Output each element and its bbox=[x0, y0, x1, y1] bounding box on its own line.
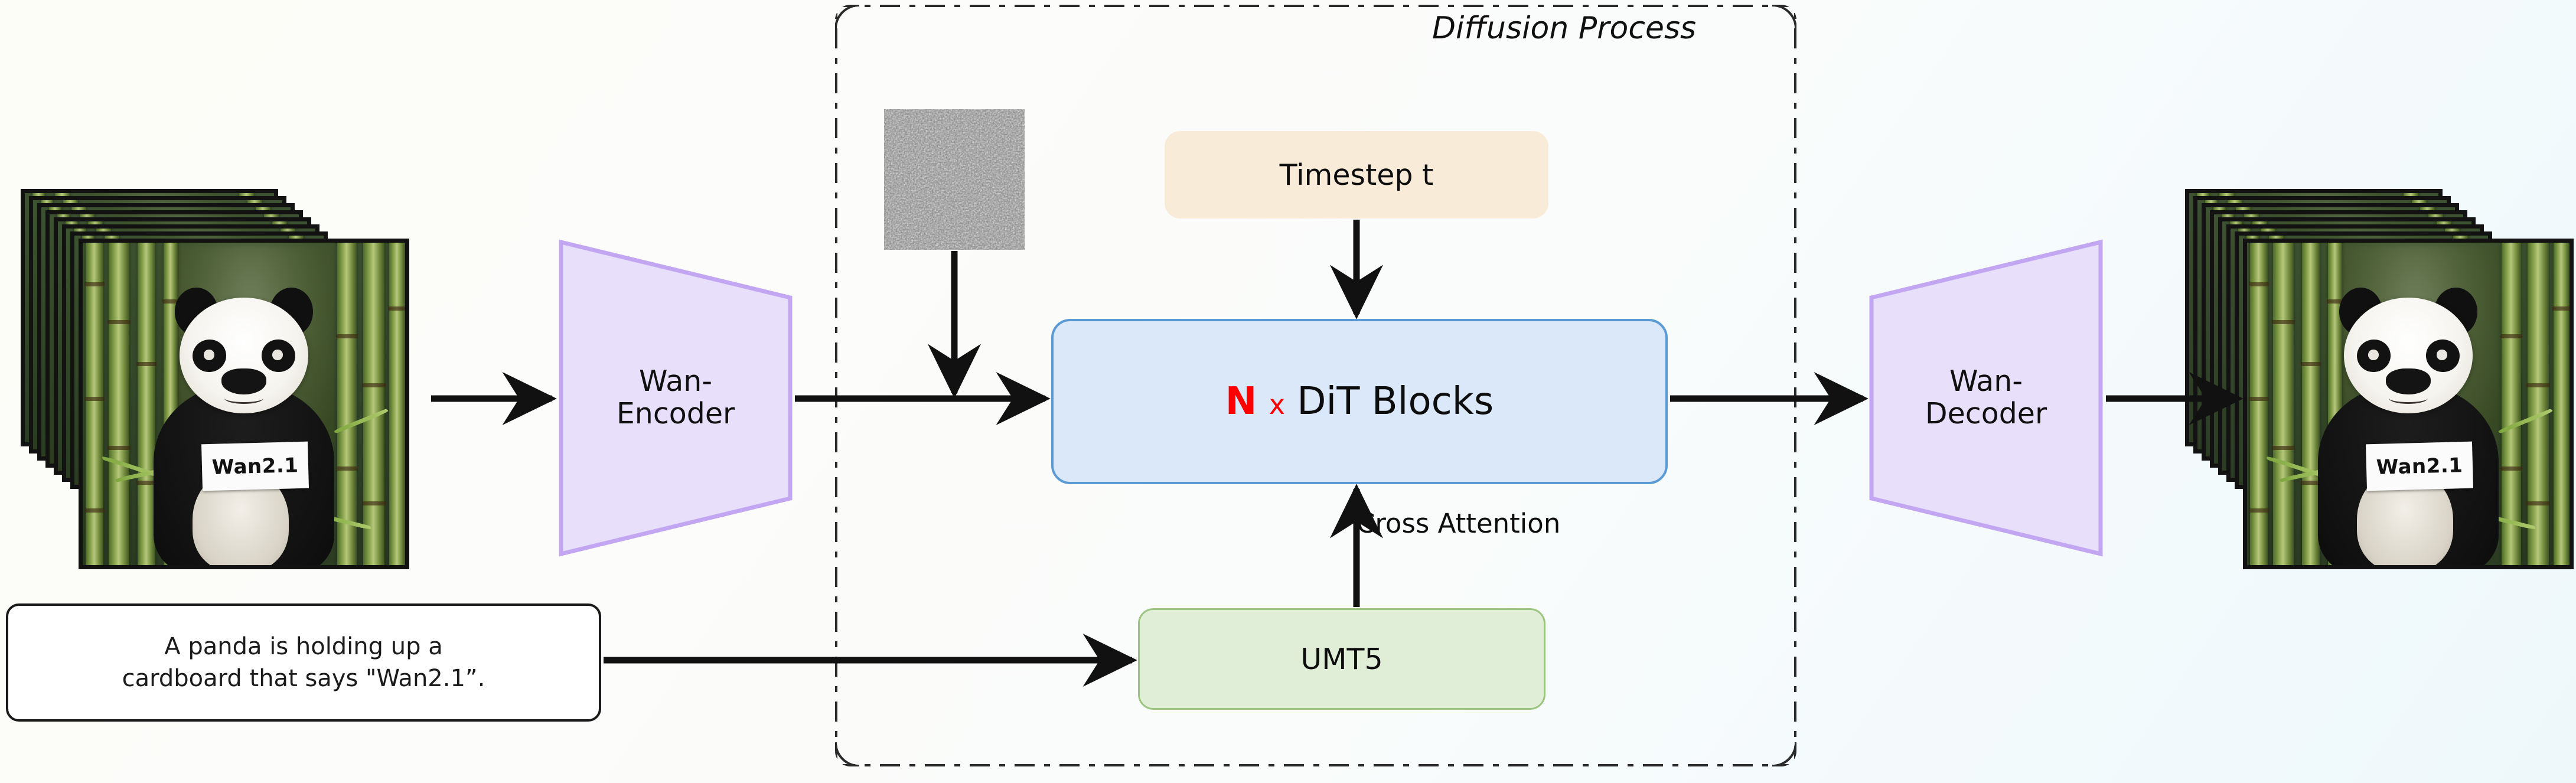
output-frame-front: Wan2.1 bbox=[2243, 239, 2574, 569]
prompt-box[interactable]: A panda is holding up a cardboard that s… bbox=[6, 603, 601, 722]
dit-n-symbol: N bbox=[1225, 380, 1257, 423]
cross-attention-label: Cross Attention bbox=[1357, 508, 1561, 539]
input-sign: Wan2.1 bbox=[201, 441, 309, 491]
timestep-box[interactable]: Timestep t bbox=[1165, 131, 1548, 218]
output-sign: Wan2.1 bbox=[2366, 441, 2474, 491]
wan-encoder-svg bbox=[559, 239, 793, 557]
wan-decoder-shape[interactable]: Wan- Decoder bbox=[1868, 239, 2104, 557]
wan-decoder-svg bbox=[1869, 239, 2103, 557]
umt5-box[interactable]: UMT5 bbox=[1138, 608, 1545, 710]
dit-blocks-label: DiT Blocks bbox=[1297, 380, 1494, 423]
timestep-label: Timestep t bbox=[1279, 158, 1434, 192]
output-sign-text: Wan2.1 bbox=[2376, 453, 2463, 479]
input-sign-text: Wan2.1 bbox=[211, 453, 299, 479]
input-frame-stack: Wan2.1 bbox=[21, 189, 428, 586]
output-frame-stack: Wan2.1 bbox=[2185, 189, 2575, 586]
prompt-line-1: A panda is holding up a bbox=[164, 633, 443, 660]
diffusion-frame-corners bbox=[835, 5, 1796, 766]
wan-encoder-shape[interactable]: Wan- Encoder bbox=[557, 239, 794, 557]
diffusion-process-title: Diffusion Process bbox=[1432, 11, 1697, 46]
dit-blocks-box[interactable]: N x DiT Blocks bbox=[1051, 319, 1668, 484]
dit-multiply-symbol: x bbox=[1269, 389, 1285, 420]
dit-blocks-text: N x DiT Blocks bbox=[1225, 380, 1494, 423]
gaussian-noise-patch bbox=[884, 109, 1025, 250]
noise-texture bbox=[884, 109, 1025, 250]
prompt-line-2: cardboard that says "Wan2.1”. bbox=[122, 665, 485, 692]
umt5-label: UMT5 bbox=[1300, 642, 1383, 676]
input-frame-front: Wan2.1 bbox=[79, 239, 409, 569]
